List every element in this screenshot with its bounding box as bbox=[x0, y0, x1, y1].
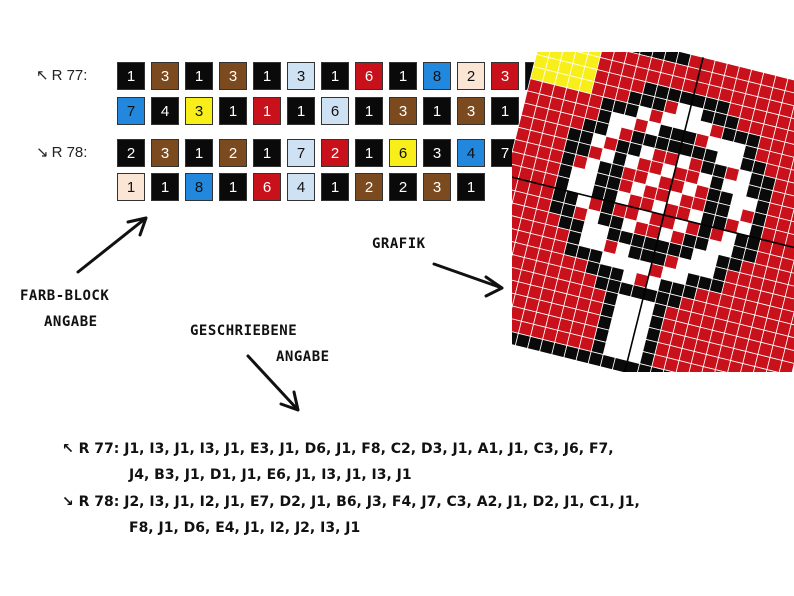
r78-l2-block-9: 3 bbox=[423, 173, 451, 201]
row-77-label: ↖R 77: bbox=[36, 66, 87, 84]
pattern-cell bbox=[648, 366, 665, 372]
pattern-cell bbox=[790, 208, 794, 225]
row-77-blocks-line1: 1313131618231 bbox=[117, 62, 559, 90]
r77-l1-block-9: 8 bbox=[423, 62, 451, 90]
written-r77-line1: J1, I3, J1, I3, J1, E3, J1, D6, J1, F8, … bbox=[124, 441, 614, 457]
r78-l1-block-2: 1 bbox=[185, 139, 213, 167]
farb-block-arrow bbox=[76, 216, 148, 274]
r77-l2-block-6: 6 bbox=[321, 97, 349, 125]
r78-l1-block-1: 3 bbox=[151, 139, 179, 167]
farb-block-note-line1: FARB-BLOCK bbox=[20, 288, 110, 304]
r77-l1-block-1: 3 bbox=[151, 62, 179, 90]
r78-l1-block-0: 2 bbox=[117, 139, 145, 167]
r78-l1-block-6: 2 bbox=[321, 139, 349, 167]
r77-l1-block-4: 1 bbox=[253, 62, 281, 90]
r77-l2-block-5: 1 bbox=[287, 97, 315, 125]
row-78-label: ↘R 78: bbox=[36, 143, 87, 161]
r77-l1-block-7: 6 bbox=[355, 62, 383, 90]
arrow-up-left-icon: ↖ bbox=[36, 67, 49, 84]
r77-l2-block-10: 3 bbox=[457, 97, 485, 125]
r78-l2-block-5: 4 bbox=[287, 173, 315, 201]
pattern-cell bbox=[787, 323, 794, 340]
r78-l2-block-6: 1 bbox=[321, 173, 349, 201]
row-78-label-text: R 78: bbox=[51, 144, 88, 161]
geschrieben-note-line1: GESCHRIEBENE bbox=[190, 323, 298, 339]
r77-l1-block-10: 2 bbox=[457, 62, 485, 90]
pattern-cell bbox=[787, 220, 794, 237]
pattern-cell bbox=[790, 259, 794, 277]
pattern-graphic-svg bbox=[512, 52, 794, 372]
pattern-graphic bbox=[512, 52, 794, 372]
pattern-cell bbox=[751, 366, 768, 372]
pattern-cell bbox=[636, 363, 653, 372]
pattern-cell bbox=[763, 369, 780, 372]
pattern-cell bbox=[699, 366, 716, 372]
r77-l2-block-11: 1 bbox=[491, 97, 519, 125]
arrow-down-right-icon: ↘ bbox=[62, 494, 74, 510]
pattern-cell bbox=[711, 369, 729, 372]
pattern-cell bbox=[790, 156, 794, 173]
r78-l1-block-7: 1 bbox=[355, 139, 383, 167]
pattern-cell bbox=[790, 105, 794, 122]
r78-l2-block-1: 1 bbox=[151, 173, 179, 201]
pattern-cell bbox=[660, 369, 677, 372]
written-r78-line1: J2, I3, J1, I2, J1, E7, D2, J1, B6, J3, … bbox=[124, 494, 640, 510]
grafik-note: GRAFIK bbox=[372, 236, 426, 252]
r78-l2-block-2: 8 bbox=[185, 173, 213, 201]
r77-l2-block-1: 4 bbox=[151, 97, 179, 125]
r78-l1-block-10: 4 bbox=[457, 139, 485, 167]
r77-l1-block-6: 1 bbox=[321, 62, 349, 90]
r78-l1-block-3: 2 bbox=[219, 139, 247, 167]
r77-l2-block-8: 3 bbox=[389, 97, 417, 125]
r77-l1-block-2: 1 bbox=[185, 62, 213, 90]
written-row-78-cont: F8, J1, D6, E4, J1, I2, J2, I3, J1 bbox=[129, 520, 361, 536]
row-77-label-text: R 77: bbox=[51, 67, 88, 84]
r78-l1-block-5: 7 bbox=[287, 139, 315, 167]
r77-l1-block-0: 1 bbox=[117, 62, 145, 90]
r78-l1-block-9: 3 bbox=[423, 139, 451, 167]
pattern-cell bbox=[687, 363, 704, 372]
r77-l1-block-8: 1 bbox=[389, 62, 417, 90]
pattern-grid bbox=[512, 52, 794, 372]
r78-l1-block-8: 6 bbox=[389, 139, 417, 167]
r78-l2-block-8: 2 bbox=[389, 173, 417, 201]
r77-l1-block-3: 3 bbox=[219, 62, 247, 90]
pattern-guide-line bbox=[623, 57, 704, 372]
r78-l2-block-4: 6 bbox=[253, 173, 281, 201]
r77-l2-block-3: 1 bbox=[219, 97, 247, 125]
r78-l2-block-7: 2 bbox=[355, 173, 383, 201]
r77-l2-block-4: 1 bbox=[253, 97, 281, 125]
pattern-cell bbox=[790, 311, 794, 328]
pattern-cell bbox=[787, 272, 794, 289]
pattern-cell bbox=[787, 117, 794, 134]
pattern-cell bbox=[739, 363, 756, 372]
r77-l1-block-11: 3 bbox=[491, 62, 519, 90]
written-row-78: ↘ R 78: J2, I3, J1, I2, J1, E7, D2, J1, … bbox=[62, 494, 640, 510]
written-row-77: ↖ R 77: J1, I3, J1, I3, J1, E3, J1, D6, … bbox=[62, 441, 614, 457]
written-r78-label: R 78: bbox=[78, 494, 120, 510]
r77-l2-block-9: 1 bbox=[423, 97, 451, 125]
r77-l2-block-2: 3 bbox=[185, 97, 213, 125]
r77-l1-block-5: 3 bbox=[287, 62, 315, 90]
r78-l2-block-3: 1 bbox=[219, 173, 247, 201]
pattern-cell bbox=[778, 359, 794, 372]
arrow-up-left-icon: ↖ bbox=[62, 441, 74, 457]
arrow-down-right-icon: ↘ bbox=[36, 144, 49, 161]
written-row-77-cont: J4, B3, J1, D1, J1, E6, J1, I3, J1, I3, … bbox=[129, 467, 412, 483]
r77-l2-block-0: 7 bbox=[117, 97, 145, 125]
geschrieben-note-line2: ANGABE bbox=[276, 349, 330, 365]
r78-l2-block-10: 1 bbox=[457, 173, 485, 201]
grafik-arrow bbox=[432, 262, 504, 298]
pattern-cell bbox=[787, 168, 794, 186]
written-r77-label: R 77: bbox=[78, 441, 120, 457]
r78-l1-block-4: 1 bbox=[253, 139, 281, 167]
r78-l2-block-0: 1 bbox=[117, 173, 145, 201]
r77-l2-block-7: 1 bbox=[355, 97, 383, 125]
farb-block-note-line2: ANGABE bbox=[44, 314, 98, 330]
